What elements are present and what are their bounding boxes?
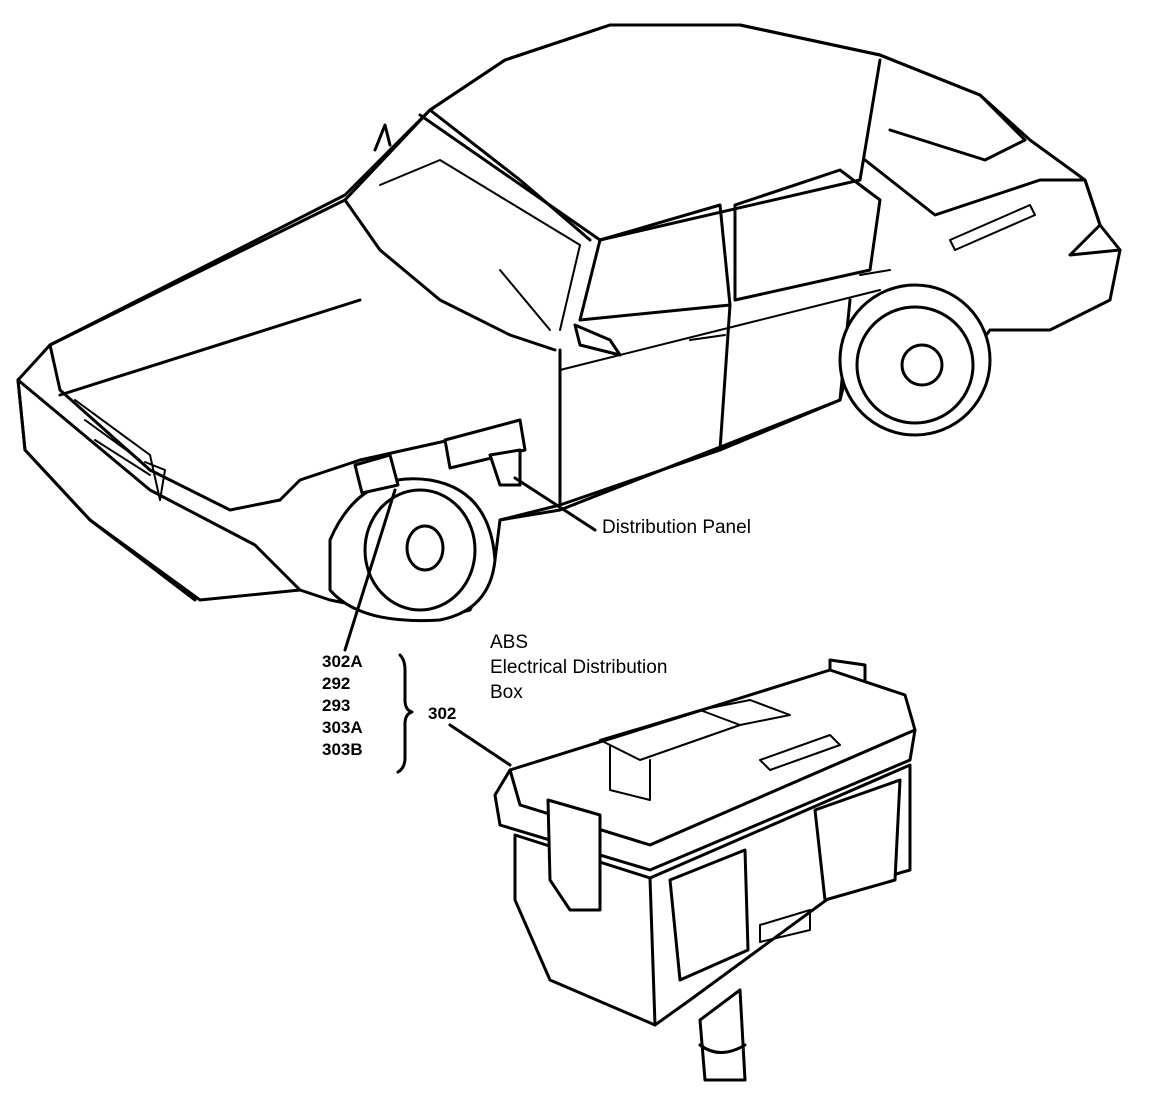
abs-box-illustration: [493, 658, 917, 1082]
connector-code-303b: 303B: [322, 740, 363, 759]
connector-code-293: 293: [322, 696, 351, 715]
abs-box-label-line-3: Box: [490, 682, 523, 703]
rear-wheel: [838, 283, 992, 437]
connector-code-303a: 303A: [322, 718, 363, 737]
abs-box-label-line-2: Electrical Distribution: [490, 657, 668, 678]
connector-brace: [396, 653, 414, 774]
group-code-leader: [448, 723, 512, 767]
distribution-panel-box: [353, 418, 527, 495]
front-wheel: [328, 477, 497, 623]
connector-code-302a: 302A: [322, 652, 363, 671]
car-illustration: [16, 23, 1122, 622]
connector-code-292: 292: [322, 674, 351, 693]
connector-leader-line: [343, 488, 397, 652]
abs-box-label-line-1: ABS: [490, 632, 529, 653]
group-code-302: 302: [428, 704, 457, 723]
distribution-panel-leader: [513, 476, 597, 532]
distribution-panel-label: Distribution Panel: [602, 517, 751, 538]
